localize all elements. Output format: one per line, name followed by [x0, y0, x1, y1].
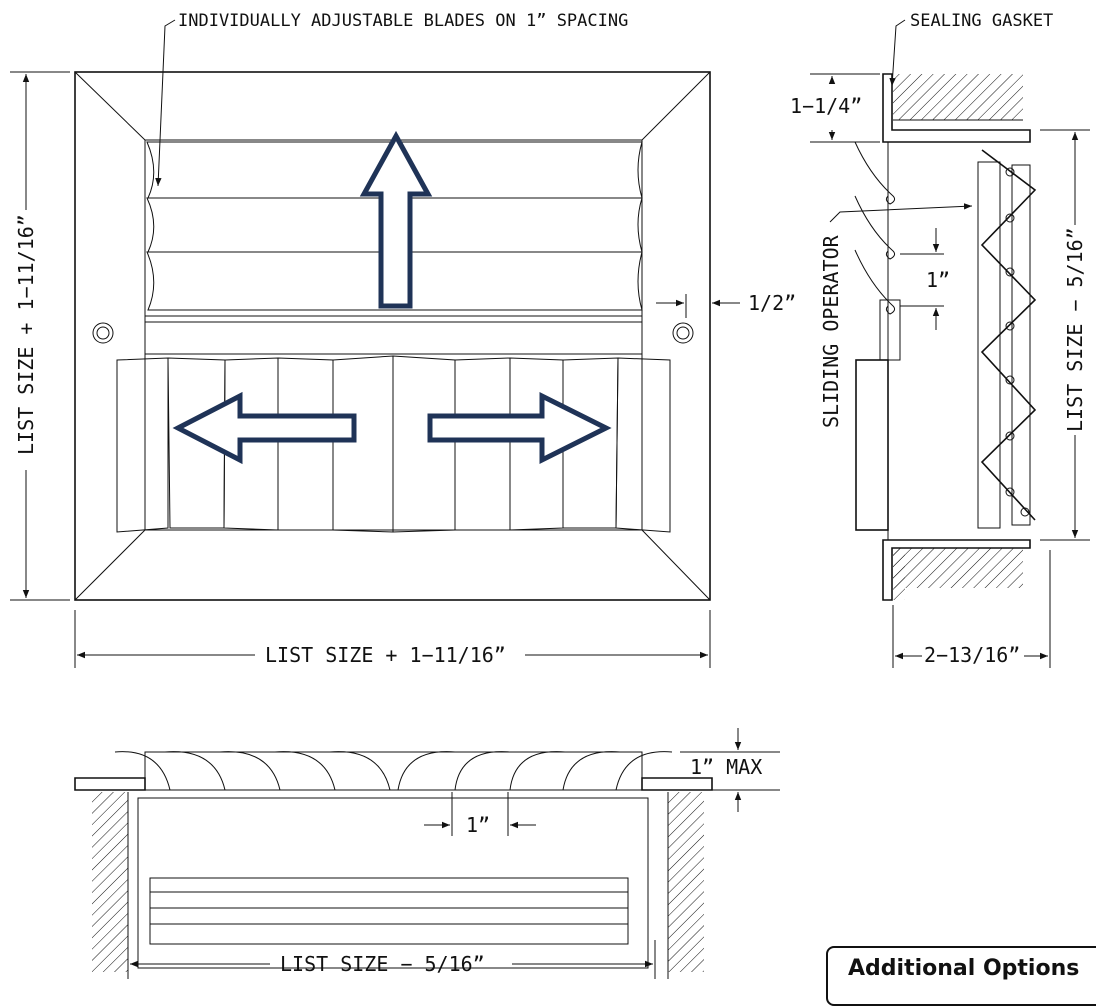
register-diagram: INDIVIDUALLY ADJUSTABLE BLADES ON 1” SPA… [10, 11, 1090, 979]
blades-label: INDIVIDUALLY ADJUSTABLE BLADES ON 1” SPA… [178, 11, 628, 31]
bottom-blade-arcs [114, 751, 673, 791]
outer-frame [74, 71, 711, 601]
list-size-bottom-label: LIST SIZE − 5/16” [280, 952, 485, 976]
depth-label: 2−13/16” [924, 643, 1020, 667]
sliding-operator-label: SLIDING OPERATOR [819, 234, 843, 428]
bottom-view: 1” MAX 1” LIST SIZE − 5/16” [74, 728, 780, 979]
additional-options-panel: Additional Options [826, 946, 1096, 1006]
vertical-blades [116, 355, 671, 533]
list-size-horizontal-label: LIST SIZE + 1−11/16” [265, 643, 506, 667]
max-throw-label: 1” MAX [690, 755, 762, 779]
arrow-left-icon [172, 391, 357, 465]
blade-spacing-side-label: 1” [926, 268, 950, 292]
arrow-right-icon [427, 391, 612, 465]
collar-height-label: 1−1/4” [790, 94, 862, 118]
blade-spacing-bottom-label: 1” [466, 813, 490, 837]
front-view: INDIVIDUALLY ADJUSTABLE BLADES ON 1” SPA… [10, 11, 796, 668]
screw-hole-left [92, 322, 114, 344]
list-size-side-label: LIST SIZE − 5/16” [1063, 227, 1087, 432]
additional-options-title: Additional Options [848, 956, 1080, 981]
screw-hole-right [672, 322, 694, 344]
arrow-up-icon [359, 130, 433, 309]
half-inch-label: 1/2” [748, 291, 796, 315]
list-size-vertical-label: LIST SIZE + 1−11/16” [14, 214, 38, 455]
horizontal-blades [144, 141, 643, 355]
gasket-label: SEALING GASKET [910, 11, 1053, 31]
side-view: SLIDING OPERATOR SEALING GASKET 1−1/4” 1… [790, 11, 1090, 668]
